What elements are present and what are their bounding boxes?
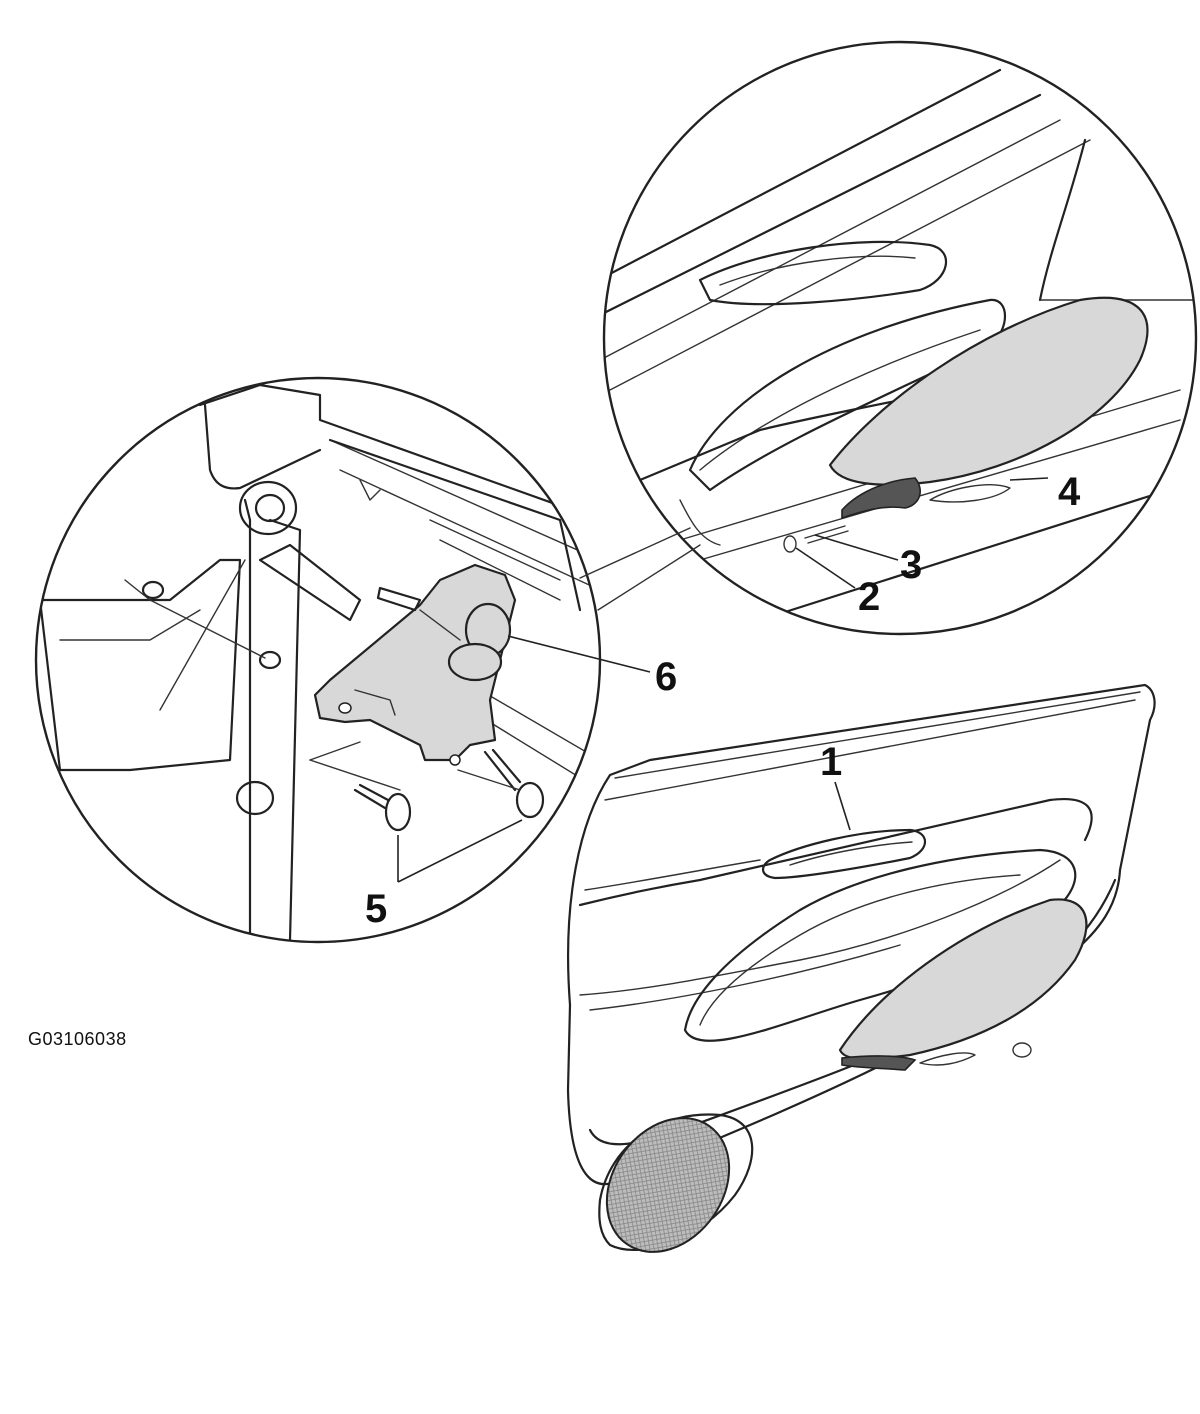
- screw-5-right: [483, 748, 545, 819]
- callout-6: 6: [655, 655, 677, 699]
- detail-view-top-right: [602, 40, 1198, 636]
- detail-circle-left: [34, 376, 602, 944]
- detail-circle-top-right: [602, 40, 1198, 636]
- callout-5: 5: [365, 887, 387, 931]
- detail-connector-lower: [597, 544, 701, 611]
- leader-5b: [397, 819, 523, 883]
- screw-2: [783, 535, 797, 553]
- screw-5-left: [353, 783, 412, 832]
- callout-2: 2: [858, 575, 880, 619]
- leader-2: [795, 547, 856, 589]
- callout-1: 1: [820, 740, 842, 784]
- detail-view-left: [34, 376, 602, 944]
- door-trim-panel: [566, 683, 1156, 1253]
- leader-1: [834, 781, 851, 831]
- callout-4: 4: [1058, 470, 1081, 514]
- speaker-grille: [605, 1117, 731, 1253]
- leader-4: [1009, 477, 1049, 481]
- armrest-pad: [828, 296, 1149, 486]
- leader-3: [814, 534, 899, 561]
- door-armrest-pad: [838, 898, 1088, 1061]
- figure-id: G03106038: [28, 1029, 127, 1049]
- pull-handle-insert: [841, 477, 921, 520]
- leader-6: [507, 635, 651, 673]
- detail-connector-upper: [579, 527, 691, 579]
- actuator-assembly: [313, 563, 517, 766]
- callout-3: 3: [900, 543, 922, 587]
